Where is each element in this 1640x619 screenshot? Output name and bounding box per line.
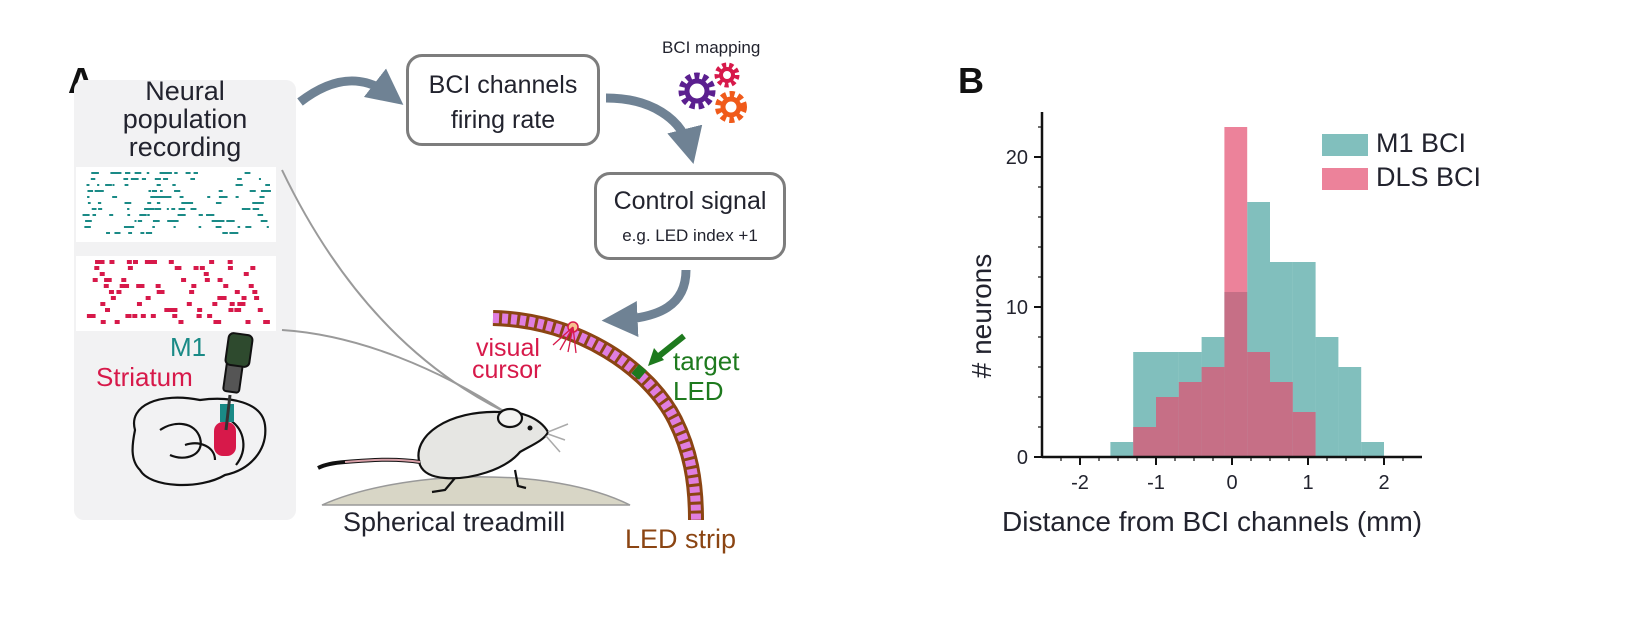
dls-bci-bar: [1201, 367, 1225, 457]
recording-title-line1: Neural: [145, 76, 225, 106]
x-axis-label: Distance from BCI channels (mm): [1002, 506, 1423, 537]
m1-bci-bar: [1110, 442, 1134, 457]
led-strip-label: LED strip: [625, 524, 737, 554]
legend-label-m1: M1 BCI: [1376, 128, 1467, 158]
m1-bci-bar: [1361, 442, 1384, 457]
dls-bci-bar: [1178, 382, 1202, 457]
m1-raster-box: [76, 167, 276, 242]
control-signal-title: Control signal: [613, 187, 767, 215]
legend-swatch-dls: [1322, 168, 1368, 190]
y-tick-label: 0: [1017, 447, 1028, 469]
m1-bci-bar: [1338, 367, 1362, 457]
dls-bci-bar: [1133, 427, 1156, 457]
y-tick-label: 10: [1006, 297, 1028, 319]
recording-title-line2: population: [122, 104, 248, 134]
dls-bci-bar: [1247, 352, 1270, 457]
y-axis-label: # neurons: [966, 253, 997, 379]
y-tick-label: 20: [1006, 147, 1028, 169]
panel-b-label: B: [958, 60, 984, 101]
region-striatum-label: Striatum: [96, 362, 193, 392]
x-tick-label: 2: [1378, 472, 1389, 494]
recording-title-line3: recording: [128, 132, 242, 162]
m1-bci-bar: [1292, 262, 1316, 457]
bci-channels-box: BCI channels firing rate: [406, 54, 600, 146]
x-tick-label: 0: [1226, 472, 1237, 494]
legend-label-dls: DLS BCI: [1376, 162, 1482, 192]
bci-mapping-label: BCI mapping: [662, 38, 761, 57]
control-signal-example: e.g. LED index +1: [622, 226, 758, 245]
x-tick-label: 1: [1302, 472, 1313, 494]
x-tick-label: -2: [1071, 472, 1089, 494]
dls-bci-bar: [1292, 412, 1316, 457]
bci-channels-line1: BCI channels: [428, 71, 578, 99]
dls-bci-bar: [1156, 397, 1179, 457]
bci-channels-line2: firing rate: [450, 106, 556, 134]
region-m1-label: M1: [170, 332, 207, 362]
control-signal-box: Control signal e.g. LED index +1: [594, 172, 786, 260]
x-tick-label: -1: [1147, 472, 1165, 494]
m1-bci-bar: [1315, 337, 1339, 457]
dls-bci-bar: [1270, 382, 1293, 457]
dls-bci-bar: [1224, 127, 1248, 457]
legend-swatch-m1: [1322, 134, 1368, 156]
